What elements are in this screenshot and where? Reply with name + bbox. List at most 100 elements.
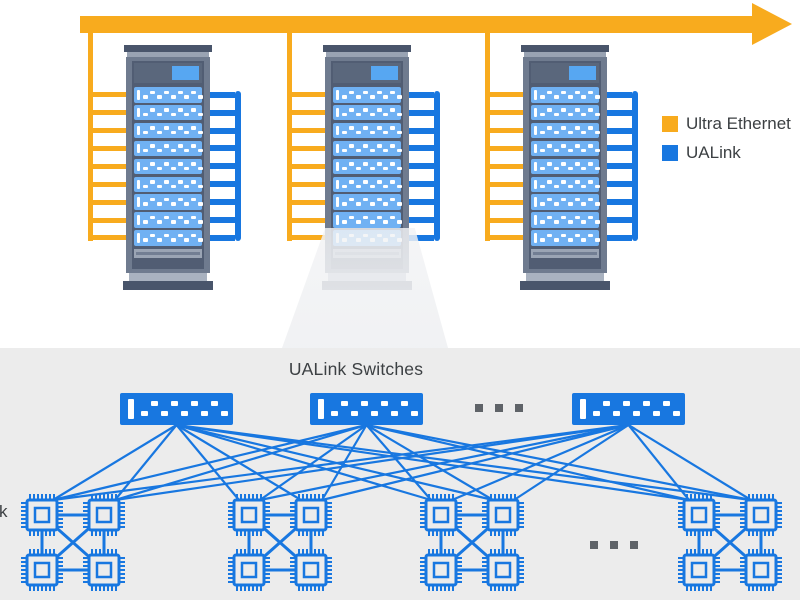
unit-port-dash xyxy=(540,220,545,224)
rack-base xyxy=(123,281,213,290)
unit-port-dash xyxy=(156,220,162,224)
unit-port-dash xyxy=(588,215,594,220)
server-unit xyxy=(333,158,403,175)
unit-port-dash xyxy=(163,108,169,112)
unit-port-dash xyxy=(383,202,389,206)
unit-port-dash xyxy=(143,112,148,117)
ualink-stub xyxy=(604,145,632,152)
ultra-ethernet-stub xyxy=(292,92,328,98)
unit-port-dash xyxy=(191,108,197,112)
unit-led-bar xyxy=(137,233,140,243)
unit-port-dash xyxy=(390,90,396,94)
switch-link-line xyxy=(321,423,629,502)
ualink-stub xyxy=(207,109,235,116)
ultra-ethernet-arrowhead-icon xyxy=(752,3,792,45)
unit-port-dash xyxy=(184,130,190,135)
unit-port-dash xyxy=(348,144,354,148)
server-unit xyxy=(531,230,601,246)
orange-square-icon xyxy=(662,115,678,132)
accelerator-chip-icon xyxy=(228,494,270,536)
rack-vent xyxy=(134,249,202,258)
unit-led-bar xyxy=(534,107,537,118)
top-unit-display xyxy=(569,66,596,80)
switch-port-dash xyxy=(593,411,600,416)
rack-vent xyxy=(531,249,599,258)
server-unit xyxy=(333,176,403,192)
unit-port-dash xyxy=(143,184,148,188)
dot-icon xyxy=(495,404,503,412)
unit-port-dash xyxy=(184,220,190,224)
unit-port-dash xyxy=(581,130,587,135)
switch-link-line xyxy=(176,423,752,502)
cropped-left-label: k xyxy=(0,502,8,521)
switch-link-line xyxy=(175,424,240,501)
unit-port-dash xyxy=(177,126,183,130)
accelerator-cluster xyxy=(18,488,128,598)
accelerator-chip-icon xyxy=(83,549,125,591)
ultra-ethernet-stub xyxy=(490,128,526,134)
accelerator-chip-icon xyxy=(290,494,332,536)
cluster-graphic xyxy=(678,494,782,591)
unit-port-dash xyxy=(588,180,594,184)
unit-port-dash xyxy=(581,112,587,117)
switch-port-dash xyxy=(643,401,650,406)
accelerator-chip-icon xyxy=(290,549,332,591)
server-unit xyxy=(531,158,601,175)
unit-port-dash xyxy=(581,166,587,171)
unit-port-dash xyxy=(546,215,552,220)
top-unit-display xyxy=(371,66,398,80)
unit-port-dash xyxy=(553,202,559,206)
unit-port-dash xyxy=(567,220,573,224)
ualink-stub xyxy=(604,127,632,134)
unit-port-dash xyxy=(184,238,190,242)
server-unit xyxy=(134,140,204,157)
unit-port-dash xyxy=(546,144,552,148)
rack-top-unit xyxy=(134,63,202,83)
unit-port-dash xyxy=(149,215,155,220)
dot-icon xyxy=(475,404,483,412)
unit-port-dash xyxy=(163,144,169,148)
ualink-switch-icon xyxy=(310,393,423,425)
unit-port-dash xyxy=(560,197,566,202)
server-unit xyxy=(333,194,403,210)
switch-link-line xyxy=(114,423,629,502)
ualink-stub xyxy=(207,199,235,206)
unit-port-dash xyxy=(149,162,155,166)
accelerator-chip-icon xyxy=(21,549,63,591)
unit-port-dash xyxy=(595,238,601,242)
unit-port-dash xyxy=(595,166,601,171)
unit-port-dash xyxy=(191,144,197,148)
switch-port-dash xyxy=(673,411,680,416)
switch-link-line xyxy=(176,423,432,502)
unit-port-dash xyxy=(369,148,375,153)
unit-led-bar xyxy=(137,107,140,118)
server-unit xyxy=(134,104,204,121)
unit-port-dash xyxy=(567,148,573,153)
unit-port-dash xyxy=(355,220,361,224)
unit-port-dash xyxy=(546,126,552,130)
switch-port-dash xyxy=(361,401,368,406)
unit-port-dash xyxy=(184,184,190,188)
unit-port-dash xyxy=(546,233,552,238)
unit-port-dash xyxy=(149,180,155,184)
unit-port-dash xyxy=(342,202,347,206)
unit-port-dash xyxy=(198,238,204,242)
unit-led-bar xyxy=(534,125,537,136)
ualink-rail-line xyxy=(632,91,638,241)
rack-vent-slot xyxy=(533,252,597,255)
switch-port-dash xyxy=(161,411,168,416)
switch-port-dash xyxy=(603,401,610,406)
section-title: UALink Switches xyxy=(288,359,424,379)
unit-port-dash xyxy=(348,126,354,130)
unit-port-dash xyxy=(355,148,361,153)
unit-port-dash xyxy=(342,130,347,135)
unit-port-dash xyxy=(595,130,601,135)
legend-item-ultra-ethernet: Ultra Ethernet xyxy=(662,114,791,133)
unit-port-dash xyxy=(553,184,559,188)
unit-port-dash xyxy=(342,166,347,171)
ultra-ethernet-stub xyxy=(490,145,526,151)
switch-link-line xyxy=(52,423,629,502)
unit-port-dash xyxy=(143,220,148,224)
unit-port-dash xyxy=(376,126,382,130)
unit-port-dash xyxy=(574,215,580,220)
